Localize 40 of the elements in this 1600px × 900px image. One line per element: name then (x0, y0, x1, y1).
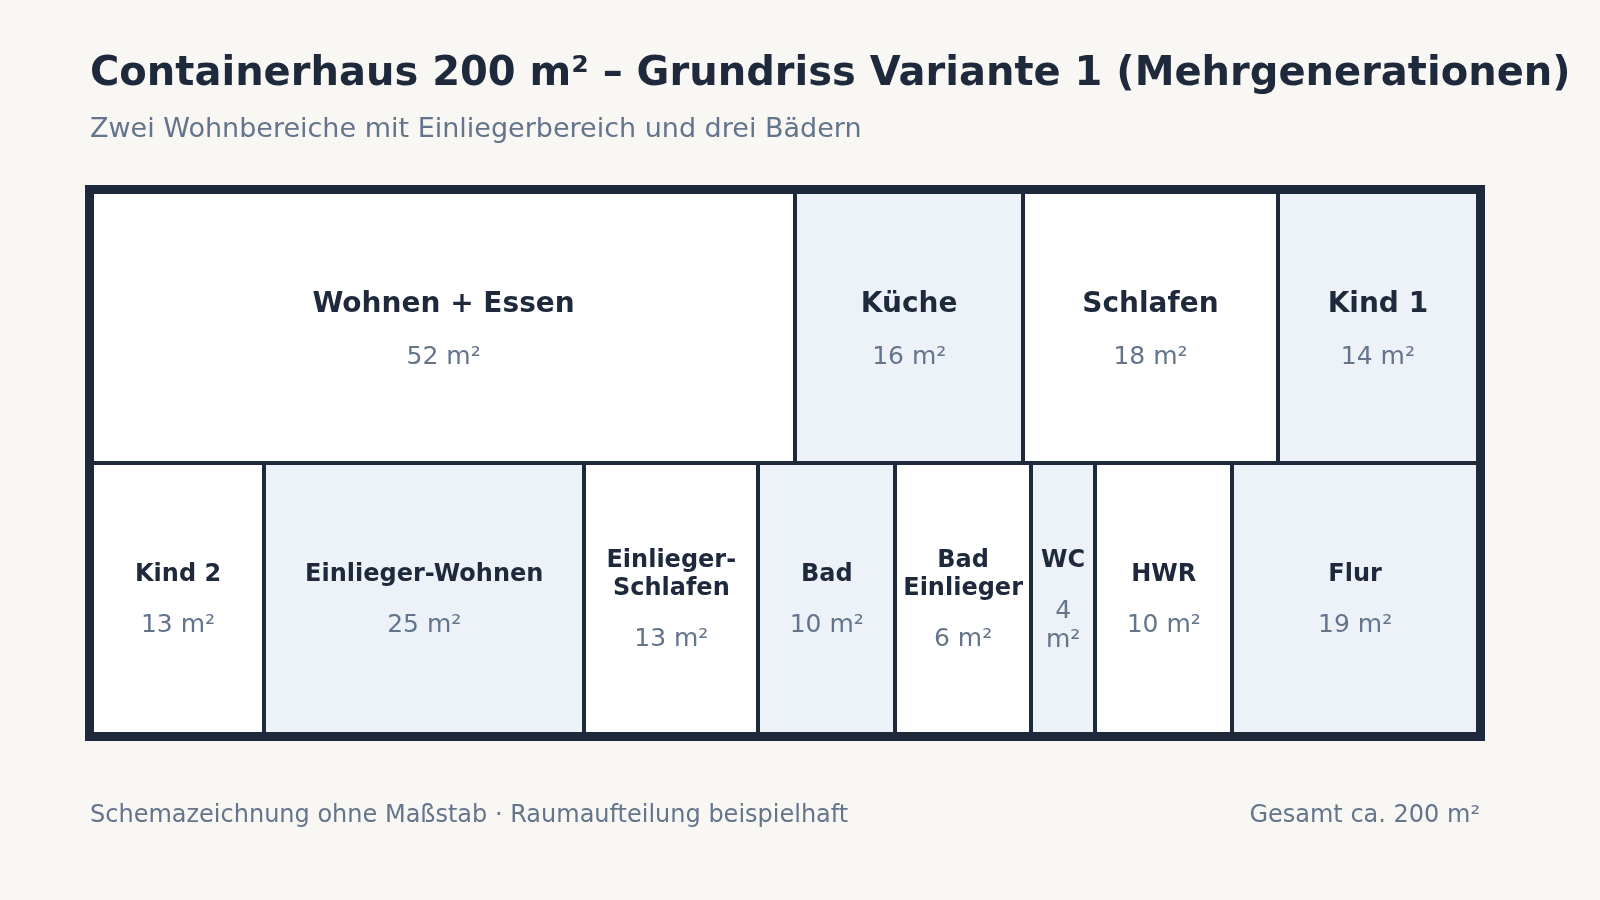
room (797, 194, 1022, 461)
subtitle: Zwei Wohnbereiche mit Einliegerbereich und drei Bädern (90, 112, 862, 143)
room (1097, 465, 1231, 732)
room-name: Kind 1 (1327, 285, 1429, 319)
room-name: WC (1041, 544, 1086, 573)
room-area: 25 m² (387, 609, 462, 638)
room-area: 13 m² (140, 609, 216, 638)
room-name: Einlieger-Wohnen (305, 559, 544, 587)
room-name: Wohnen + Essen (312, 285, 575, 319)
room-area: 52 m² (406, 340, 481, 370)
room-name: Kind 2 (134, 559, 222, 587)
room-area: 4 m² (1039, 594, 1088, 653)
footnote: Schemazeichnung ohne Maßstab · Raumaufteilung beispielhaft (90, 800, 849, 828)
room-name: HWR (1131, 559, 1197, 587)
room-area: 14 m² (1340, 340, 1415, 370)
room (760, 465, 894, 732)
room (266, 465, 583, 732)
room (897, 465, 1029, 732)
room (1234, 465, 1476, 732)
room-area: 16 m² (872, 340, 947, 370)
room (1025, 194, 1276, 461)
room-area: 10 m² (1126, 609, 1201, 638)
room (1279, 194, 1476, 461)
room-name: Küche (860, 285, 958, 319)
room-area: 18 m² (1113, 340, 1188, 370)
room (586, 465, 757, 732)
title: Containerhaus 200 m² – Grundriss Variante 1 (Mehrgenerationen) (90, 48, 1571, 94)
total-area-note: Gesamt ca. 200 m² (1249, 800, 1480, 828)
room (94, 465, 263, 732)
room-name: Flur (1328, 559, 1382, 587)
room-area: 10 m² (789, 609, 864, 638)
room (94, 194, 794, 461)
room-area: 19 m² (1318, 609, 1393, 638)
room-area: 13 m² (634, 623, 709, 652)
room-name: Bad (800, 559, 853, 587)
room-name: Bad Einlieger (903, 545, 1023, 601)
room (1033, 465, 1094, 732)
room-name: Schlafen (1082, 285, 1219, 319)
room-area: 6 m² (934, 623, 993, 652)
room-name: Einlieger-Schlafen (605, 545, 738, 601)
